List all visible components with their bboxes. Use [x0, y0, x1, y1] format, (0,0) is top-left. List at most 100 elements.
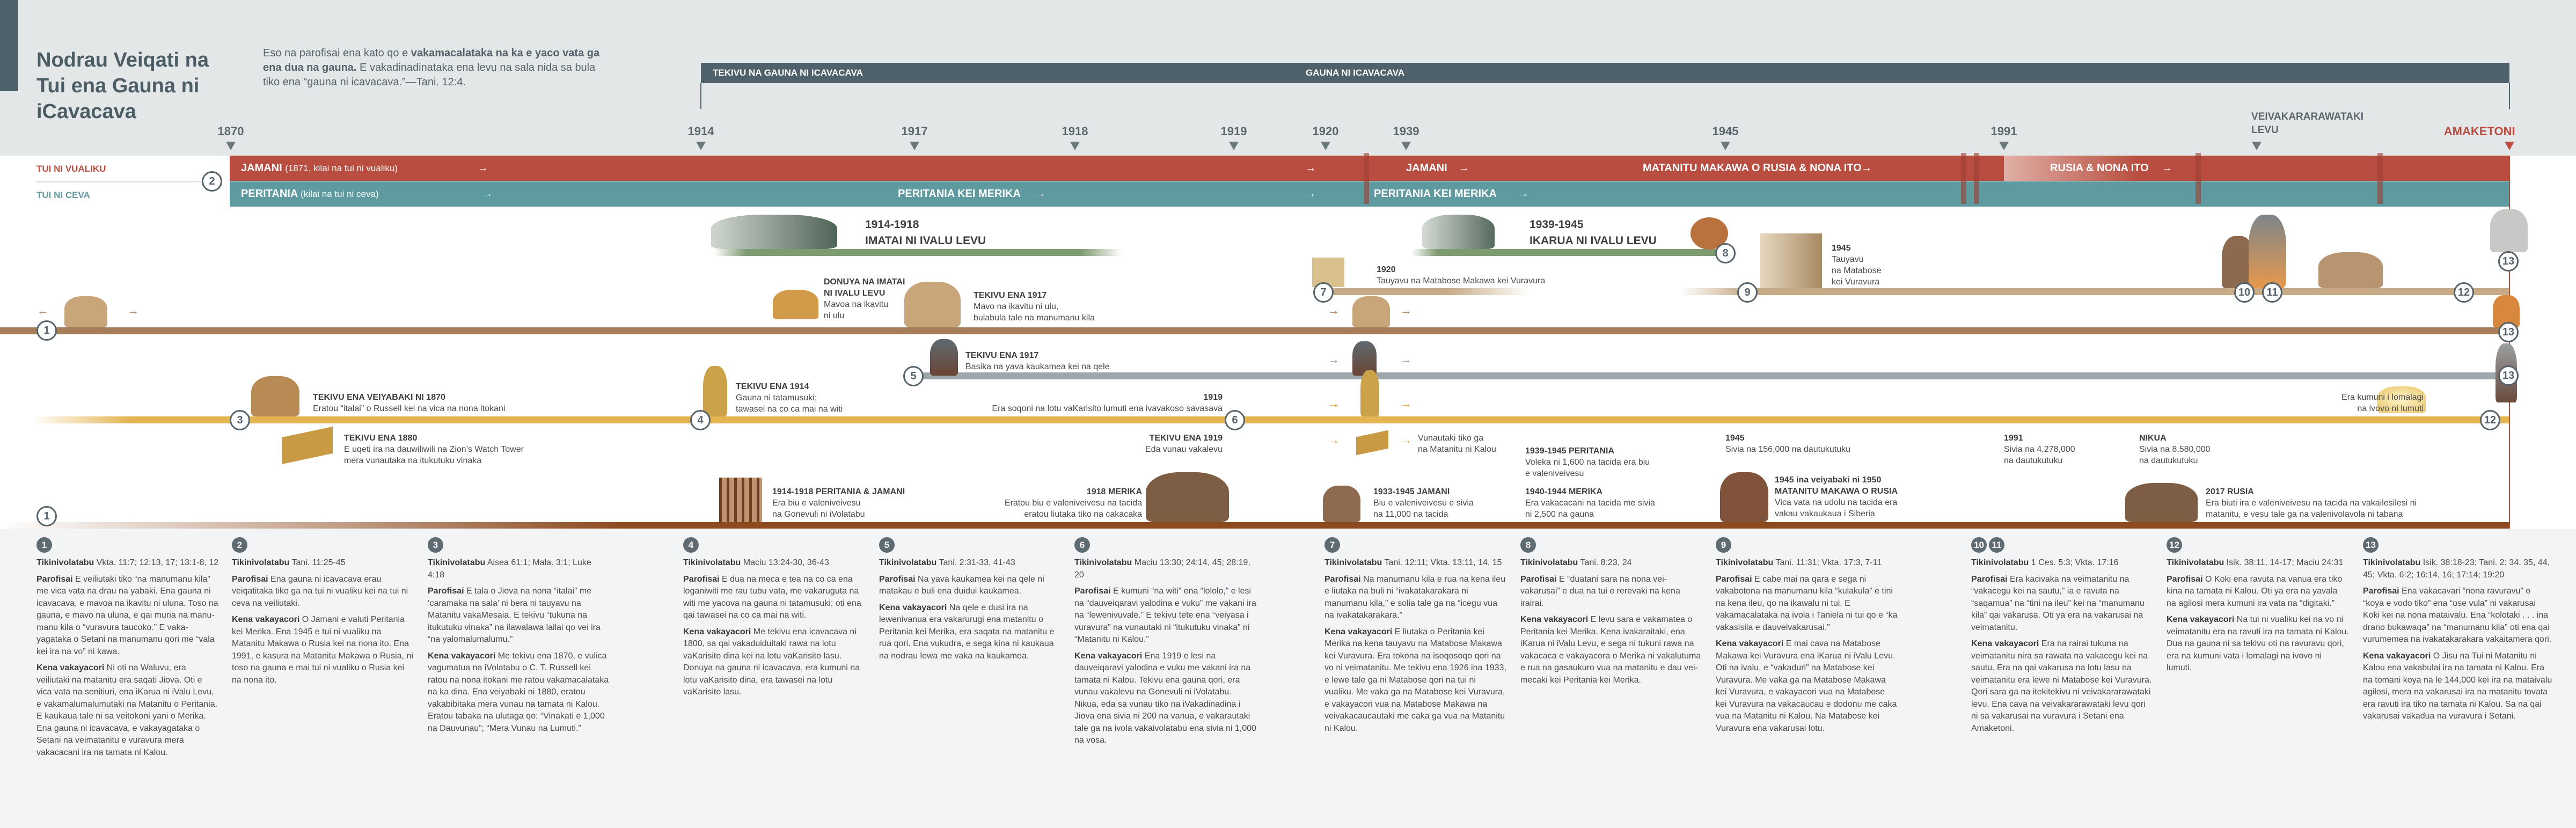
band-break — [2377, 153, 2383, 204]
column-badges: 1 — [36, 537, 219, 553]
number-marker-10: 10 — [2234, 282, 2255, 303]
fulfillment-label: Kena vakayacori — [2363, 651, 2431, 661]
ref-label: Tikinivolatabu — [232, 558, 290, 567]
prophecy-label: Parofisai — [36, 574, 73, 584]
event-text: E uqeti ira na dauwiliwili na Zion’s Wat… — [344, 445, 524, 465]
track-ww1 — [714, 249, 1122, 256]
year-label: VEIVAKARARAWATAKI LEVU — [2251, 111, 2363, 136]
ref-paragraph: Tikinivolatabu Tani. 8:23, 24 — [1520, 557, 1703, 569]
down-triangle-icon — [1321, 142, 1330, 150]
band-label-anglo-american-2: PERITANIA KEI MERIKA — [1374, 188, 1497, 200]
band-break — [2196, 153, 2201, 204]
ref-label: Tikinivolatabu — [879, 558, 937, 567]
event-text: Eratou biu e valeniveivesu na tacida era… — [1004, 499, 1142, 519]
fulfillment-text: Na qele e dusi ira na lewenivanua era va… — [879, 603, 1055, 661]
column-badges: 13 — [2363, 537, 2553, 553]
ref-label: Tikinivolatabu — [2363, 558, 2421, 567]
number-badge: 10 — [1971, 537, 1987, 553]
era-start-label: TEKIVU NA GAUNA NI ICAVACAVA — [713, 68, 863, 78]
year-label: 1919 — [1220, 124, 1247, 138]
fulfillment-paragraph: Kena vakayacori Na qele e dusi ira na le… — [879, 602, 1062, 663]
number-marker-13: 13 — [2498, 365, 2519, 386]
ref-label: Tikinivolatabu — [1324, 558, 1382, 567]
down-triangle-icon — [910, 142, 919, 150]
number-badge: 7 — [1324, 537, 1340, 553]
year-label: 1914 — [687, 124, 714, 138]
prophecy-paragraph: Parofisai Na manumanu kila e rua na kena… — [1324, 574, 1507, 622]
band-label-germany: JAMANI (1871, kilai na tui ni vualiku) — [241, 156, 398, 181]
event-text: Tauyavu na Matabose Makawa kei Vuravura — [1377, 276, 1546, 285]
year-label: 1870 — [217, 124, 244, 138]
down-triangle-icon — [2252, 142, 2262, 150]
event-title: TEKIVU ENA VEIYABAKI NI 1870 — [313, 393, 445, 402]
ref-paragraph: Tikinivolatabu Aisea 61:1; Mala. 3:1; Lu… — [428, 557, 610, 581]
prophecy-paragraph: Parofisai E veiliutaki tiko “na manu­man… — [36, 574, 219, 658]
number-marker-6: 6 — [1225, 410, 1245, 430]
number-marker-8: 8 — [1715, 243, 1736, 263]
track-iron-clay — [918, 372, 2509, 379]
column-badges: 6 — [1074, 537, 1257, 553]
fulfillment-paragraph: Kena vakayacori Ni oti na Waluvu, era ve… — [36, 662, 219, 759]
left-arrow-icon: → — [1328, 397, 1340, 410]
band-britain-name: PERITANIA — [241, 188, 298, 200]
fulfillment-label: Kena vakayacori — [1520, 615, 1589, 624]
fulfillment-label: Kena vakayacori — [1716, 639, 1784, 648]
track-persecution — [0, 522, 2509, 529]
number-marker-1: 1 — [36, 506, 57, 526]
ref-paragraph: Tikinivolatabu Isik. 38:18-23; Tani. 2: … — [2363, 557, 2553, 581]
column-badges: 12 — [2167, 537, 2349, 553]
prophecy-paragraph: Parofisai E cabe mai na qara e sega ni v… — [1716, 574, 1898, 634]
ref-paragraph: Tikinivolatabu Isik. 38:11, 14-17; Maciu… — [2167, 557, 2349, 569]
arrow-icon: → — [482, 188, 493, 200]
down-triangle-icon — [696, 142, 706, 150]
prophecy-text: Ena vakacavari “nona ravu­ravu” o “koya … — [2363, 587, 2552, 644]
fulfillment-label: Kena vakayacori — [683, 627, 751, 636]
prophecy-label: Parofisai — [1324, 574, 1361, 584]
group-illustration — [2125, 483, 2198, 522]
event-text: Eda vunau vakalevu — [1145, 445, 1223, 454]
event-text: Voleka ni 1,600 na tacida era biu e vale… — [1525, 458, 1650, 478]
left-arrow-icon: → — [1328, 353, 1340, 366]
right-arrow-icon: → — [127, 304, 139, 317]
fulfillment-paragraph: Kena vakayacori Ena 1919 e lesi na dauve… — [1074, 650, 1257, 747]
column-badges: 5 — [879, 537, 1062, 553]
event-text: Sivia na 8,580,000 na dautukutuku — [2139, 445, 2211, 465]
prophecy-label: Parofisai — [428, 587, 464, 596]
event-text: Gauna ni tatamusuki; tawasei na co ca ma… — [736, 393, 843, 414]
event-title: 1940-1944 MERIKA — [1525, 487, 1603, 496]
prophecy-label: Parofisai — [1971, 574, 2008, 584]
ref-text: Tani. 11:31; Vkta. 17:3, 7-11 — [1775, 558, 1882, 567]
number-marker-9: 9 — [1737, 282, 1758, 303]
ref-label: Tikinivolatabu — [36, 558, 94, 567]
prophecy-text: Na yava kaukamea kei na qele ni matakau … — [879, 574, 1044, 596]
prison-bars-illustration — [719, 478, 762, 522]
ref-text: Aisea 61:1; Mala. 3:1; Luke 4:18 — [428, 558, 591, 580]
down-triangle-icon — [1721, 142, 1730, 150]
era-main-label: GAUNA NI ICAVACAVA — [1306, 68, 1405, 78]
band-label-ussr: MATANITU MAKAWA O RUSIA & NONA ITO — [1643, 162, 1862, 174]
year-label: 1991 — [1990, 124, 2017, 138]
event-text: Era biuti ira e valeniveivesu na tacida … — [2206, 499, 2417, 519]
prophecy-paragraph: Parofisai E kumuni “na witi” ena “lololo… — [1074, 585, 1257, 646]
intro-text-start: Eso na parofisai ena kato qo e — [263, 47, 411, 59]
event-text: Basika na yava kaukamea kei na qele — [965, 362, 1110, 371]
number-badge: 3 — [428, 537, 443, 553]
ref-text: 1 Ces. 5:3; Vkta. 17:16 — [2031, 558, 2119, 567]
ref-paragraph: Tikinivolatabu Tani. 11:25-45 — [232, 557, 414, 569]
fulfillment-label: Kena vakayacori — [2167, 615, 2235, 624]
ref-paragraph: Tikinivolatabu Maciu 13:30; 24:14, 45; 2… — [1074, 557, 1257, 581]
ref-label: Tikinivolatabu — [683, 558, 741, 567]
prophecy-label: Parofisai — [1074, 587, 1111, 596]
event-title: 1945 ina veiyabaki ni 1950 MATANITU MAKA… — [1775, 475, 1898, 496]
ref-label: Tikinivolatabu — [1074, 558, 1132, 567]
year-label: 1945 — [1712, 124, 1739, 138]
fulfillment-paragraph: Kena vakayacori Me tekivu ena 1870, e vu… — [428, 650, 610, 735]
year-label: 1917 — [901, 124, 928, 138]
